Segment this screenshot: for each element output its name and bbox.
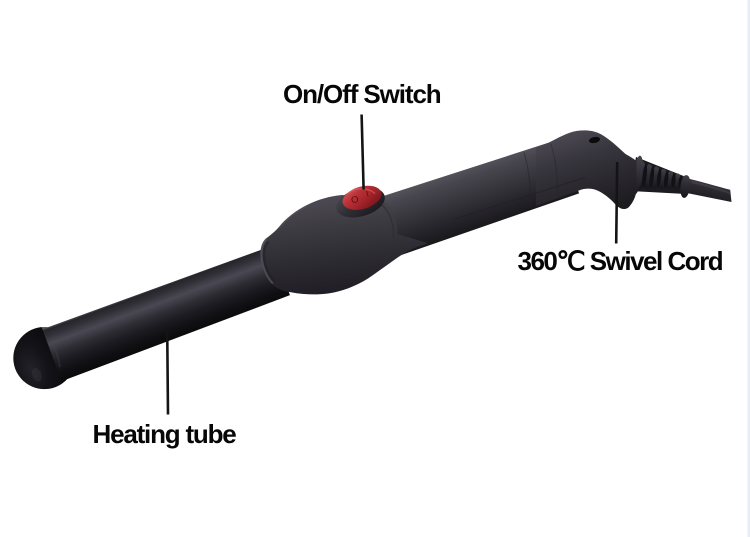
label-swivel-cord: 360℃ Swivel Cord — [517, 246, 724, 276]
parting-line — [454, 176, 586, 220]
rib-groove — [663, 171, 669, 188]
rib-groove — [671, 173, 676, 188]
heating-tube-barrel — [13, 245, 290, 390]
boss-edge-highlight — [278, 204, 308, 229]
tube-leader-line — [165, 328, 170, 415]
rib — [680, 175, 691, 198]
switch-marking-off: O — [350, 194, 360, 207]
rim-edge — [260, 238, 274, 285]
rib-groove — [649, 166, 655, 188]
barrel-body — [47, 245, 290, 380]
rib-groove — [656, 168, 662, 188]
cord-shading — [683, 178, 732, 202]
right-edge-strip — [747, 0, 750, 537]
cord-leader-line — [614, 161, 619, 244]
rim-edge — [262, 240, 276, 283]
rib-groove — [642, 163, 648, 188]
handle — [375, 130, 643, 258]
collar-seam — [523, 152, 532, 208]
on-off-switch: O I — [336, 185, 385, 218]
boss-body — [260, 195, 427, 295]
tip-seam-highlight — [49, 340, 62, 368]
label-on-off-switch: On/Off Switch — [283, 79, 442, 109]
rocker-highlight — [347, 188, 376, 195]
collar-seam — [550, 143, 559, 198]
tip-highlight — [31, 367, 42, 382]
switch-leader-line — [360, 114, 365, 190]
cord-highlight — [691, 180, 730, 194]
switch-marking-on: I — [365, 189, 370, 199]
boss-seam — [381, 204, 395, 239]
strain-relief — [630, 157, 691, 198]
hang-hole-icon — [588, 136, 601, 144]
handle-elbow — [536, 130, 637, 210]
switch-housing — [260, 195, 427, 295]
label-heating-tube: Heating tube — [92, 419, 237, 449]
power-cord — [683, 178, 732, 202]
tip-cap — [13, 327, 63, 390]
